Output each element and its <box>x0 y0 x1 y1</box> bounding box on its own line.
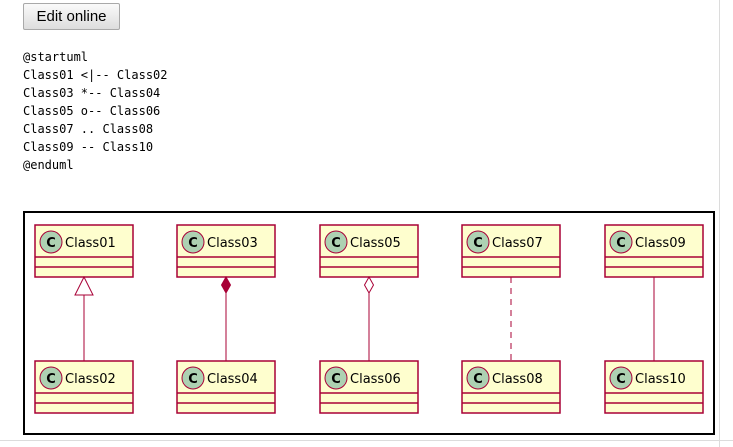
class-icon <box>466 230 490 254</box>
class-icon <box>324 366 348 390</box>
class-box: C Class05 <box>319 224 419 278</box>
class-icon-letter: C <box>188 372 198 387</box>
class-icon <box>39 230 63 254</box>
class-icon <box>609 230 633 254</box>
class-name: Class09 <box>635 236 686 251</box>
class-icon <box>466 366 490 390</box>
source-line: Class05 o-- Class06 <box>23 104 161 118</box>
extension-arrowhead <box>74 275 94 296</box>
source-line: Class01 <|-- Class02 <box>23 68 168 82</box>
class-box: C Class09 <box>604 224 704 278</box>
class-icon <box>39 366 63 390</box>
class-icon <box>181 230 205 254</box>
class-box: C Class07 <box>461 224 561 278</box>
class-name: Class05 <box>350 236 401 251</box>
class-name: Class07 <box>492 236 543 251</box>
class-box: C Class01 <box>34 224 134 278</box>
edit-online-button[interactable]: Edit online <box>23 3 120 30</box>
class-name: Class04 <box>207 372 258 387</box>
composition-diamond <box>220 275 232 295</box>
source-line: @enduml <box>23 158 74 172</box>
aggregation-diamond <box>363 275 375 295</box>
source-line: Class03 *-- Class04 <box>23 86 161 100</box>
class-box: C Class06 <box>319 360 419 414</box>
class-icon-letter: C <box>616 236 626 251</box>
class-box: C Class03 <box>176 224 276 278</box>
class-icon-letter: C <box>473 236 483 251</box>
class-box: C Class02 <box>34 360 134 414</box>
class-icon-letter: C <box>46 372 56 387</box>
class-name: Class01 <box>65 236 116 251</box>
class-icon-letter: C <box>331 372 341 387</box>
class-box: C Class08 <box>461 360 561 414</box>
class-name: Class08 <box>492 372 543 387</box>
source-line: @startuml <box>23 50 89 64</box>
class-box: C Class04 <box>176 360 276 414</box>
class-icon <box>181 366 205 390</box>
class-icon-letter: C <box>473 372 483 387</box>
class-icon-letter: C <box>188 236 198 251</box>
class-icon-letter: C <box>331 236 341 251</box>
class-name: Class10 <box>635 372 686 387</box>
class-box: C Class10 <box>604 360 704 414</box>
class-icon-letter: C <box>46 236 56 251</box>
class-icon-letter: C <box>616 372 626 387</box>
source-line: Class07 .. Class08 <box>23 122 154 136</box>
class-name: Class02 <box>65 372 116 387</box>
bottom-divider <box>0 440 733 441</box>
source-line: Class09 -- Class10 <box>23 140 154 154</box>
class-name: Class03 <box>207 236 258 251</box>
page-edge-divider <box>719 0 720 447</box>
class-icon <box>324 230 348 254</box>
class-icon <box>609 366 633 390</box>
class-name: Class06 <box>350 372 401 387</box>
